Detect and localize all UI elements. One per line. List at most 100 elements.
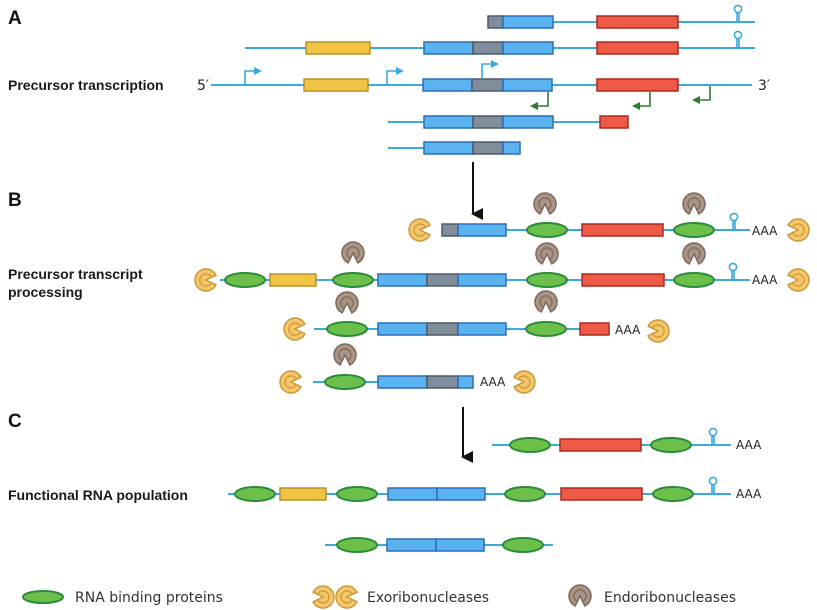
rna-binding-protein <box>324 374 366 390</box>
blue-gene-box <box>457 273 507 287</box>
yellow-gene-box <box>303 78 369 92</box>
blue-gene-box <box>377 375 428 389</box>
panel-letter-a: A <box>8 8 22 29</box>
exoribonuclease-ring <box>518 375 531 389</box>
panel-c-label: Functional RNA population <box>8 487 188 503</box>
endoribonuclease-icon <box>568 584 592 607</box>
stem-loop-loop <box>729 212 739 222</box>
stem-loop-loop <box>708 427 718 437</box>
endoribonuclease-body <box>533 192 557 215</box>
grey-segment-box <box>426 273 459 287</box>
rna-binding-protein <box>509 437 551 453</box>
stem-loop-icon <box>708 476 718 495</box>
exoribonuclease-ring <box>199 273 212 287</box>
rna-binding-protein-icon <box>22 590 64 604</box>
exoribonuclease <box>335 585 358 609</box>
blue-gene-box <box>422 78 473 92</box>
grey-segment-box <box>472 115 504 129</box>
exoribonuclease <box>283 317 306 341</box>
three-prime-label: 3′ <box>758 78 770 94</box>
exoribonuclease-body <box>647 319 670 343</box>
blue-gene-box <box>502 78 553 92</box>
rna-binding-protein <box>234 486 276 502</box>
blue-gene-box <box>423 41 474 55</box>
endoribonuclease-body <box>534 290 558 313</box>
endoribonuclease-ring <box>340 296 354 309</box>
exoribonuclease <box>194 268 217 292</box>
endoribonuclease-ring <box>687 197 701 210</box>
endoribonuclease <box>533 192 557 215</box>
stem-loop-stem <box>734 38 742 49</box>
endoribonuclease <box>682 192 706 215</box>
panel-a-label: Precursor transcription <box>8 77 164 93</box>
grey-segment-box <box>426 322 459 336</box>
grey-segment-box <box>426 375 459 389</box>
stem-loop-stem <box>734 12 742 23</box>
red-gene-box <box>581 273 665 287</box>
red-gene-box <box>560 487 643 501</box>
gene-shapes <box>194 4 810 553</box>
endoribonuclease-body <box>333 343 357 366</box>
endoribonuclease-body <box>682 192 706 215</box>
blue-gene-box <box>386 538 437 552</box>
grey-segment-box <box>472 41 504 55</box>
endoribonuclease-ring <box>338 348 352 361</box>
blue-gene-box <box>457 375 474 389</box>
exoribonuclease-ring <box>288 322 301 336</box>
red-gene-box <box>596 41 679 55</box>
exoribonuclease <box>787 218 810 242</box>
rna-binding-protein <box>526 222 568 238</box>
endoribonuclease <box>534 290 558 313</box>
stem-loop-icon <box>728 262 738 281</box>
stem-loop-icon <box>733 30 743 49</box>
termination-arrow <box>530 92 549 110</box>
exoribonuclease <box>312 585 335 609</box>
blue-gene-box <box>435 538 485 552</box>
endoribonuclease <box>341 241 365 264</box>
endoribonuclease-ring <box>539 295 553 308</box>
termination-arrow <box>632 92 651 110</box>
exoribonuclease <box>408 218 431 242</box>
exoribonuclease-ring <box>317 590 330 604</box>
blue-gene-box <box>377 322 428 336</box>
endoribonuclease <box>333 343 357 366</box>
panel-b-label-line1: Precursor transcript <box>8 266 143 282</box>
stem-loop-icon <box>729 212 739 231</box>
promoter-arrow <box>481 60 499 78</box>
endoribonuclease-body <box>335 291 359 314</box>
stem-loop-stem <box>709 435 717 446</box>
blue-gene-box <box>387 487 438 501</box>
endoribonuclease-body <box>535 242 559 265</box>
blue-gene-box <box>457 322 507 336</box>
rna-binding-protein <box>504 486 546 502</box>
blue-gene-box <box>502 141 521 155</box>
blue-gene-box <box>436 487 486 501</box>
red-gene-box <box>559 438 642 452</box>
legend: RNA binding proteins Exoribonucleases En… <box>22 584 736 609</box>
legend-label-rbp: RNA binding proteins <box>75 590 223 606</box>
exoribonuclease-body <box>787 218 810 242</box>
exoribonuclease-body <box>279 370 302 394</box>
five-prime-label: 5′ <box>197 78 209 94</box>
exoribonuclease <box>647 319 670 343</box>
rna-binding-protein <box>332 272 374 288</box>
endoribonuclease <box>568 584 592 607</box>
blue-gene-box <box>502 15 554 29</box>
red-gene-box <box>599 115 629 129</box>
exoribonuclease-ring <box>413 223 426 237</box>
exoribonuclease-ring <box>792 273 805 287</box>
rna-binding-protein <box>673 272 715 288</box>
legend-label-exo: Exoribonucleases <box>367 590 489 606</box>
polya-label: AAA <box>752 273 778 287</box>
rna-binding-protein <box>652 486 694 502</box>
endoribonuclease <box>335 291 359 314</box>
rna-binding-protein <box>502 537 544 553</box>
blue-gene-box <box>423 141 474 155</box>
stem-loop-stem <box>729 270 737 281</box>
rna-binding-protein <box>526 272 568 288</box>
panel-letter-b: B <box>8 190 22 211</box>
red-gene-box <box>581 223 664 237</box>
endoribonuclease-body <box>341 241 365 264</box>
rna-binding-protein <box>336 537 378 553</box>
